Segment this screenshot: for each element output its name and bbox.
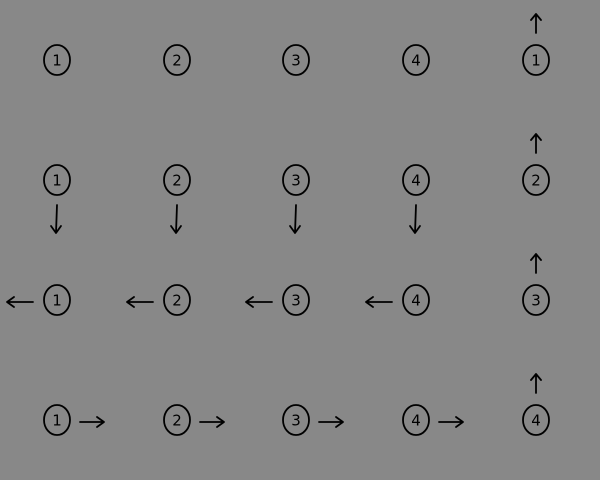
cell-r4-c4: 4 [402, 404, 464, 436]
arrow-up-icon [530, 373, 542, 394]
number-label: 4 [411, 172, 421, 190]
number-circle [163, 404, 191, 436]
cell-r4-c3: 3 [282, 404, 344, 436]
number-circle [43, 44, 71, 76]
cell-r2-c2: 2 [163, 164, 191, 234]
cell-r1-c2: 2 [163, 44, 191, 76]
cell-r4-c5: 4 [522, 373, 550, 436]
number-label: 3 [291, 172, 301, 190]
number-label: 1 [52, 412, 62, 430]
number-label: 2 [172, 412, 182, 430]
cell-r2-c4: 4 [402, 164, 430, 234]
number-circle [522, 284, 550, 316]
number-label: 1 [52, 52, 62, 70]
arrow-right-icon [79, 416, 105, 428]
arrow-down-icon [289, 204, 301, 234]
number-circle [43, 284, 71, 316]
cell-r2-c1: 1 [43, 164, 71, 234]
number-circle [282, 164, 310, 196]
number-circle [282, 284, 310, 316]
number-circle [402, 284, 430, 316]
arrow-down-icon [50, 204, 62, 234]
arrow-down-icon [170, 204, 182, 234]
cell-r3-c3: 3 [245, 284, 310, 316]
arrow-left-icon [245, 296, 273, 308]
cell-r3-c2: 2 [126, 284, 191, 316]
arrow-right-icon [318, 416, 344, 428]
number-label: 3 [291, 412, 301, 430]
arrow-left-icon [6, 296, 34, 308]
number-circle [282, 404, 310, 436]
number-label: 4 [531, 412, 541, 430]
number-label: 4 [411, 412, 421, 430]
arrow-up-icon [530, 253, 542, 274]
number-label: 1 [52, 292, 62, 310]
number-circle [402, 164, 430, 196]
number-circle [402, 44, 430, 76]
number-circle [522, 164, 550, 196]
number-label: 3 [291, 52, 301, 70]
number-label: 3 [291, 292, 301, 310]
number-circle [43, 404, 71, 436]
cell-r1-c1: 1 [43, 44, 71, 76]
cell-r2-c3: 3 [282, 164, 310, 234]
cell-r3-c4: 4 [365, 284, 430, 316]
cell-r3-c1: 1 [6, 284, 71, 316]
arrow-left-icon [365, 296, 393, 308]
number-label: 3 [531, 292, 541, 310]
number-circle [522, 44, 550, 76]
number-label: 2 [172, 52, 182, 70]
arrow-up-icon [530, 133, 542, 154]
cell-r4-c2: 2 [163, 404, 225, 436]
number-circle [163, 164, 191, 196]
arrow-left-icon [126, 296, 154, 308]
number-label: 2 [531, 172, 541, 190]
number-label: 4 [411, 292, 421, 310]
number-circle [522, 404, 550, 436]
cell-r3-c5: 3 [522, 253, 550, 316]
arrow-right-icon [199, 416, 225, 428]
number-circle [43, 164, 71, 196]
number-circle [163, 284, 191, 316]
number-label: 1 [52, 172, 62, 190]
cell-r1-c3: 3 [282, 44, 310, 76]
number-label: 2 [172, 292, 182, 310]
arrow-right-icon [438, 416, 464, 428]
cell-r4-c1: 1 [43, 404, 105, 436]
arrow-down-icon [409, 204, 421, 234]
number-label: 2 [172, 172, 182, 190]
cell-r1-c4: 4 [402, 44, 430, 76]
number-circle [163, 44, 191, 76]
number-circle [402, 404, 430, 436]
number-circle [282, 44, 310, 76]
arrow-up-icon [530, 13, 542, 34]
cell-r1-c5: 1 [522, 13, 550, 76]
number-label: 4 [411, 52, 421, 70]
number-label: 1 [531, 52, 541, 70]
cell-r2-c5: 2 [522, 133, 550, 196]
